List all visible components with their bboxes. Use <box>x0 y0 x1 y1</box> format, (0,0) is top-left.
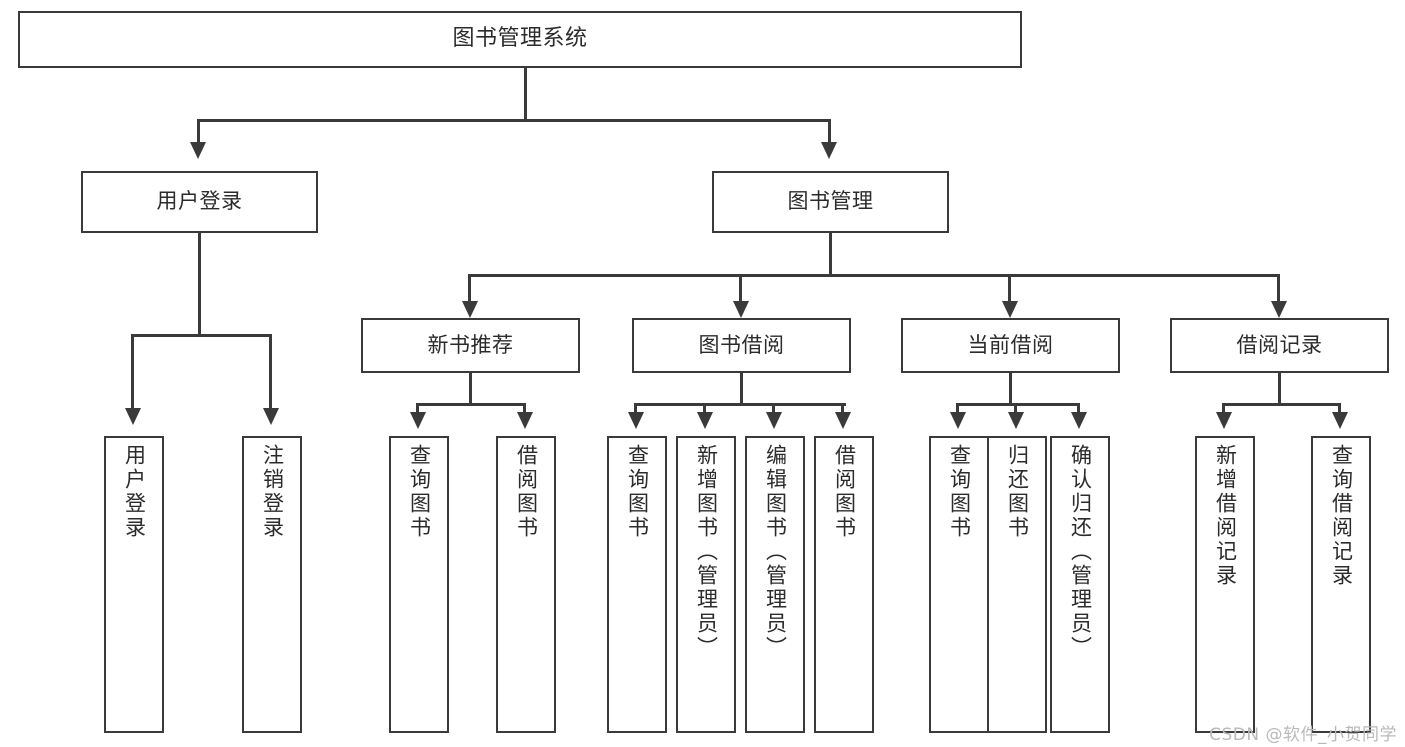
leaf-search-book-current[interactable]: 查询图书 <box>929 436 989 733</box>
leaf-borrow-book-recommend[interactable]: 借阅图书 <box>496 436 556 733</box>
connector-borrow-bus <box>634 403 846 406</box>
connector-current-drop-2 <box>1014 403 1017 413</box>
arrowhead-leaf-6 <box>697 412 713 429</box>
node-label: 图书管理系统 <box>452 26 588 52</box>
arrowhead-leaf-11 <box>1071 412 1087 429</box>
node-label: 查询图书 <box>407 444 432 540</box>
arrowhead-leaf-8 <box>835 412 851 429</box>
csdn-watermark: CSDN @软件_小贺同学 <box>1209 725 1397 745</box>
connector-bookmgmt-stem <box>829 233 832 275</box>
connector-record-bus <box>1222 403 1341 406</box>
connector-bookmgmt-drop-2 <box>739 274 742 302</box>
connector-borrow-drop-3 <box>772 403 775 413</box>
connector-bookmgmt-drop-4 <box>1277 274 1280 302</box>
connector-borrow-drop-2 <box>703 403 706 413</box>
node-label: 查询借阅记录 <box>1329 444 1354 588</box>
node-label: 查询图书 <box>947 444 972 540</box>
node-book-borrow[interactable]: 图书借阅 <box>632 318 851 373</box>
node-label: 归还图书 <box>1005 444 1030 540</box>
node-current-borrow[interactable]: 当前借阅 <box>901 318 1120 373</box>
leaf-logout[interactable]: 注销登录 <box>242 436 302 733</box>
node-user-login[interactable]: 用户登录 <box>81 171 318 233</box>
node-label: 新增图书（管理员） <box>694 444 719 660</box>
arrowhead-leaf-3 <box>410 412 426 429</box>
arrowhead-to-current-borrow <box>1002 301 1018 318</box>
node-label: 图书管理 <box>787 189 874 214</box>
arrowhead-leaf-10 <box>1008 412 1024 429</box>
node-label: 确认归还（管理员） <box>1068 444 1093 660</box>
node-book-management[interactable]: 图书管理 <box>712 171 949 233</box>
connector-recommend-drop-2 <box>523 403 526 413</box>
arrowhead-leaf-13 <box>1332 412 1348 429</box>
connector-bookmgmt-drop-1 <box>468 274 471 302</box>
arrowhead-leaf-9 <box>950 412 966 429</box>
leaf-add-book-admin[interactable]: 新增图书（管理员） <box>676 436 736 733</box>
connector-root-stem <box>524 68 527 120</box>
leaf-search-book-recommend[interactable]: 查询图书 <box>389 436 449 733</box>
leaf-search-book-borrow[interactable]: 查询图书 <box>607 436 667 733</box>
leaf-search-borrow-record[interactable]: 查询借阅记录 <box>1311 436 1371 733</box>
leaf-borrow-book[interactable]: 借阅图书 <box>814 436 874 733</box>
node-label: 编辑图书（管理员） <box>763 444 788 660</box>
arrowhead-leaf-5 <box>628 412 644 429</box>
connector-borrow-drop-4 <box>841 403 844 413</box>
arrowhead-leaf-2 <box>263 408 279 425</box>
leaf-confirm-return-admin[interactable]: 确认归还（管理员） <box>1050 436 1110 733</box>
connector-record-drop-1 <box>1222 403 1225 413</box>
arrowhead-to-new-book-recommend <box>462 301 478 318</box>
connector-root-drop-2 <box>828 119 831 143</box>
node-label: 注销登录 <box>260 444 285 540</box>
connector-root-bus <box>197 119 830 122</box>
node-label: 用户登录 <box>122 444 147 540</box>
node-borrow-record[interactable]: 借阅记录 <box>1170 318 1389 373</box>
node-label: 当前借阅 <box>967 332 1054 357</box>
leaf-edit-book-admin[interactable]: 编辑图书（管理员） <box>745 436 805 733</box>
leaf-return-book[interactable]: 归还图书 <box>987 436 1047 733</box>
connector-userlogin-stem <box>198 233 201 335</box>
leaf-user-login[interactable]: 用户登录 <box>104 436 164 733</box>
node-label: 新增借阅记录 <box>1213 444 1238 588</box>
arrowhead-to-book-borrow <box>733 301 749 318</box>
connector-recommend-stem <box>469 373 472 404</box>
node-new-book-recommend[interactable]: 新书推荐 <box>361 318 580 373</box>
node-label: 新书推荐 <box>427 332 514 357</box>
node-label: 图书借阅 <box>698 332 785 357</box>
connector-current-drop-3 <box>1077 403 1080 413</box>
node-label: 借阅记录 <box>1236 332 1323 357</box>
arrowhead-leaf-1 <box>125 408 141 425</box>
arrowhead-leaf-12 <box>1216 412 1232 429</box>
node-root-system[interactable]: 图书管理系统 <box>18 11 1022 68</box>
connector-record-drop-2 <box>1338 403 1341 413</box>
connector-bookmgmt-drop-3 <box>1008 274 1011 302</box>
connector-userlogin-drop-2 <box>269 334 272 409</box>
connector-userlogin-drop-1 <box>131 334 134 409</box>
connector-current-bus <box>956 403 1080 406</box>
connector-root-drop-1 <box>197 119 200 143</box>
arrowhead-leaf-4 <box>517 412 533 429</box>
node-label: 借阅图书 <box>832 444 857 540</box>
connector-record-stem <box>1278 373 1281 404</box>
connector-borrow-drop-1 <box>634 403 637 413</box>
connector-recommend-bus <box>416 403 526 406</box>
leaf-add-borrow-record[interactable]: 新增借阅记录 <box>1195 436 1255 733</box>
arrowhead-to-user-login <box>190 142 206 159</box>
node-label: 借阅图书 <box>514 444 539 540</box>
connector-recommend-drop-1 <box>416 403 419 413</box>
connector-current-drop-1 <box>956 403 959 413</box>
arrowhead-to-book-management <box>821 142 837 159</box>
node-label: 用户登录 <box>156 189 243 214</box>
connector-current-stem <box>1009 373 1012 404</box>
arrowhead-leaf-7 <box>766 412 782 429</box>
node-label: 查询图书 <box>625 444 650 540</box>
connector-userlogin-bus <box>131 334 270 337</box>
arrowhead-to-borrow-record <box>1271 301 1287 318</box>
connector-bookmgmt-bus <box>468 274 1280 277</box>
connector-borrow-stem <box>740 373 743 404</box>
